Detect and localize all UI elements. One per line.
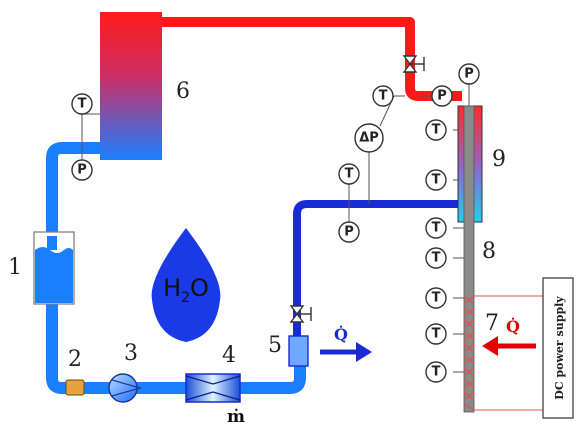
heater-7 [463, 295, 475, 411]
cold-pipe-left [46, 142, 102, 235]
differential-pressure-sensor: ΔP [354, 123, 384, 153]
heat-input-label: Q̇ [506, 317, 520, 336]
svg-text:T: T [432, 123, 441, 138]
cold-pipe-bottom [46, 300, 188, 394]
reservoir-1 [33, 231, 75, 305]
label-5: 5 [268, 333, 282, 358]
temperature-sensor: T [425, 323, 447, 345]
label-4: 4 [222, 343, 236, 368]
svg-text:T: T [432, 327, 441, 342]
mass-flow-label: ṁ [227, 407, 245, 427]
label-3: 3 [124, 341, 138, 366]
water-label-sub: 2 [181, 290, 190, 306]
dc-power-supply-label: DC power supply [553, 296, 566, 400]
temperature-sensor: T [425, 247, 447, 269]
temperature-sensor: T [425, 287, 447, 309]
label-8: 8 [482, 239, 496, 264]
svg-text:T: T [432, 251, 441, 266]
label-6: 6 [176, 79, 190, 104]
temperature-sensor: T [71, 93, 93, 115]
pressure-sensor: P [458, 63, 480, 85]
dc-power-supply [542, 277, 574, 419]
hot-pipe [160, 17, 462, 101]
svg-text:P: P [344, 225, 354, 240]
svg-text:T: T [432, 291, 441, 306]
temperature-sensor: T [425, 217, 447, 239]
temperature-sensor: T [425, 361, 447, 383]
power-wires [474, 295, 545, 411]
label-9: 9 [492, 147, 506, 172]
water-label-o: O [190, 274, 209, 302]
temperature-sensor: T [338, 163, 360, 185]
flowmeter-4 [185, 373, 241, 403]
svg-text:T: T [432, 173, 441, 188]
svg-text:P: P [437, 89, 447, 104]
test-rod-8 [463, 105, 475, 413]
pump-3 [108, 373, 143, 403]
svg-text:T: T [432, 221, 441, 236]
svg-text:T: T [379, 89, 388, 104]
cold-pipe-bottom-right [236, 364, 306, 394]
temperature-sensor: T [425, 119, 447, 141]
water-droplet: H2O [151, 228, 221, 342]
water-label-h: H [163, 274, 181, 302]
label-1: 1 [8, 255, 22, 280]
label-2: 2 [68, 347, 82, 372]
heat-loss-label: Q̇ [334, 325, 348, 344]
pressure-sensor: P [338, 221, 360, 243]
temperature-sensor: T [372, 85, 394, 107]
pressure-sensor: P [431, 85, 453, 107]
valve-bottom [289, 305, 312, 323]
temperature-sensor: T [425, 169, 447, 191]
valve-top [402, 55, 425, 73]
cold-pipe-riser [293, 200, 460, 336]
heat-input-arrow: Q̇ [482, 317, 536, 356]
tank-6 [100, 12, 162, 160]
filter-2 [65, 379, 85, 396]
svg-text:P: P [77, 163, 87, 178]
pressure-sensor: P [71, 159, 93, 181]
svg-text:T: T [432, 365, 441, 380]
svg-text:ΔP: ΔP [359, 131, 379, 146]
svg-text:P: P [464, 67, 474, 82]
svg-text:T: T [78, 97, 87, 112]
svg-text:H2O: H2O [163, 274, 209, 306]
component-5 [288, 335, 309, 367]
svg-text:T: T [345, 167, 354, 182]
label-7: 7 [485, 311, 499, 336]
heat-loss-arrow: Q̇ [320, 325, 372, 362]
